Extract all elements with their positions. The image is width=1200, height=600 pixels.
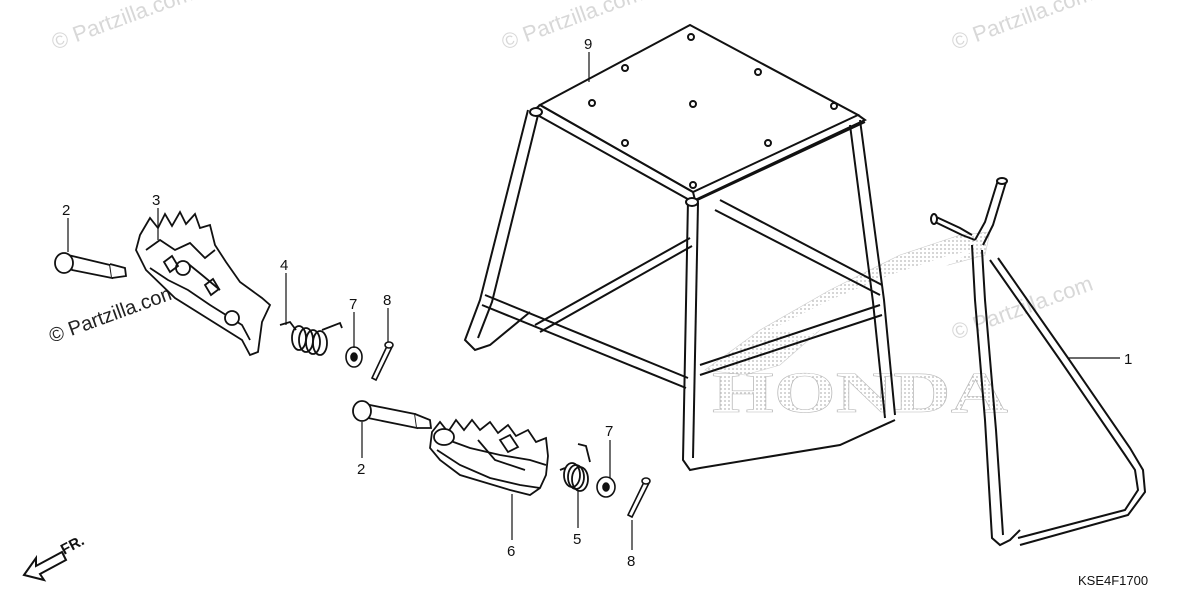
callout-6: 6: [507, 543, 515, 560]
callout-9: 9: [584, 36, 592, 53]
footpeg-upper-part: [135, 210, 272, 357]
pin-lower-part: [352, 400, 433, 430]
watermark-text: © Partzilla.com: [948, 0, 1096, 55]
callout-7: 7: [605, 423, 613, 440]
footpeg-lower-part: [429, 418, 549, 496]
callout-2: 2: [62, 202, 70, 219]
callout-labels: 2 3 4 7 8 2 6 5 7 8 9 1: [62, 36, 1132, 570]
front-arrow-icon: [22, 550, 68, 582]
watermark-text: © Partzilla.com: [48, 0, 196, 55]
pin-upper-part: [54, 252, 128, 280]
callout-2: 2: [357, 461, 365, 478]
front-direction-indicator: FR.: [22, 532, 87, 582]
washer-lower-part: [596, 476, 616, 498]
cotter-pin-lower-part: [626, 477, 651, 519]
callout-4: 4: [280, 257, 288, 274]
callout-5: 5: [573, 531, 581, 548]
callout-1: 1: [1124, 351, 1132, 368]
spring-lower-part: [559, 443, 591, 492]
stand-box-part: [463, 23, 896, 472]
cotter-pin-upper-part: [370, 341, 394, 382]
watermark-text: © Partzilla.com: [948, 271, 1096, 345]
callout-8: 8: [383, 292, 391, 309]
honda-wordmark: HONDA: [712, 360, 1008, 425]
watermark-text: © Partzilla.com: [46, 281, 180, 348]
callout-3: 3: [152, 192, 160, 209]
callout-8: 8: [627, 553, 635, 570]
leader-lines: [67, 52, 1120, 550]
watermark-text: © Partzilla.com: [498, 0, 646, 55]
diagram-code: KSE4F1700: [1078, 573, 1148, 588]
callout-7: 7: [349, 296, 357, 313]
washer-upper-part: [345, 346, 363, 368]
spring-upper-part: [279, 320, 343, 356]
